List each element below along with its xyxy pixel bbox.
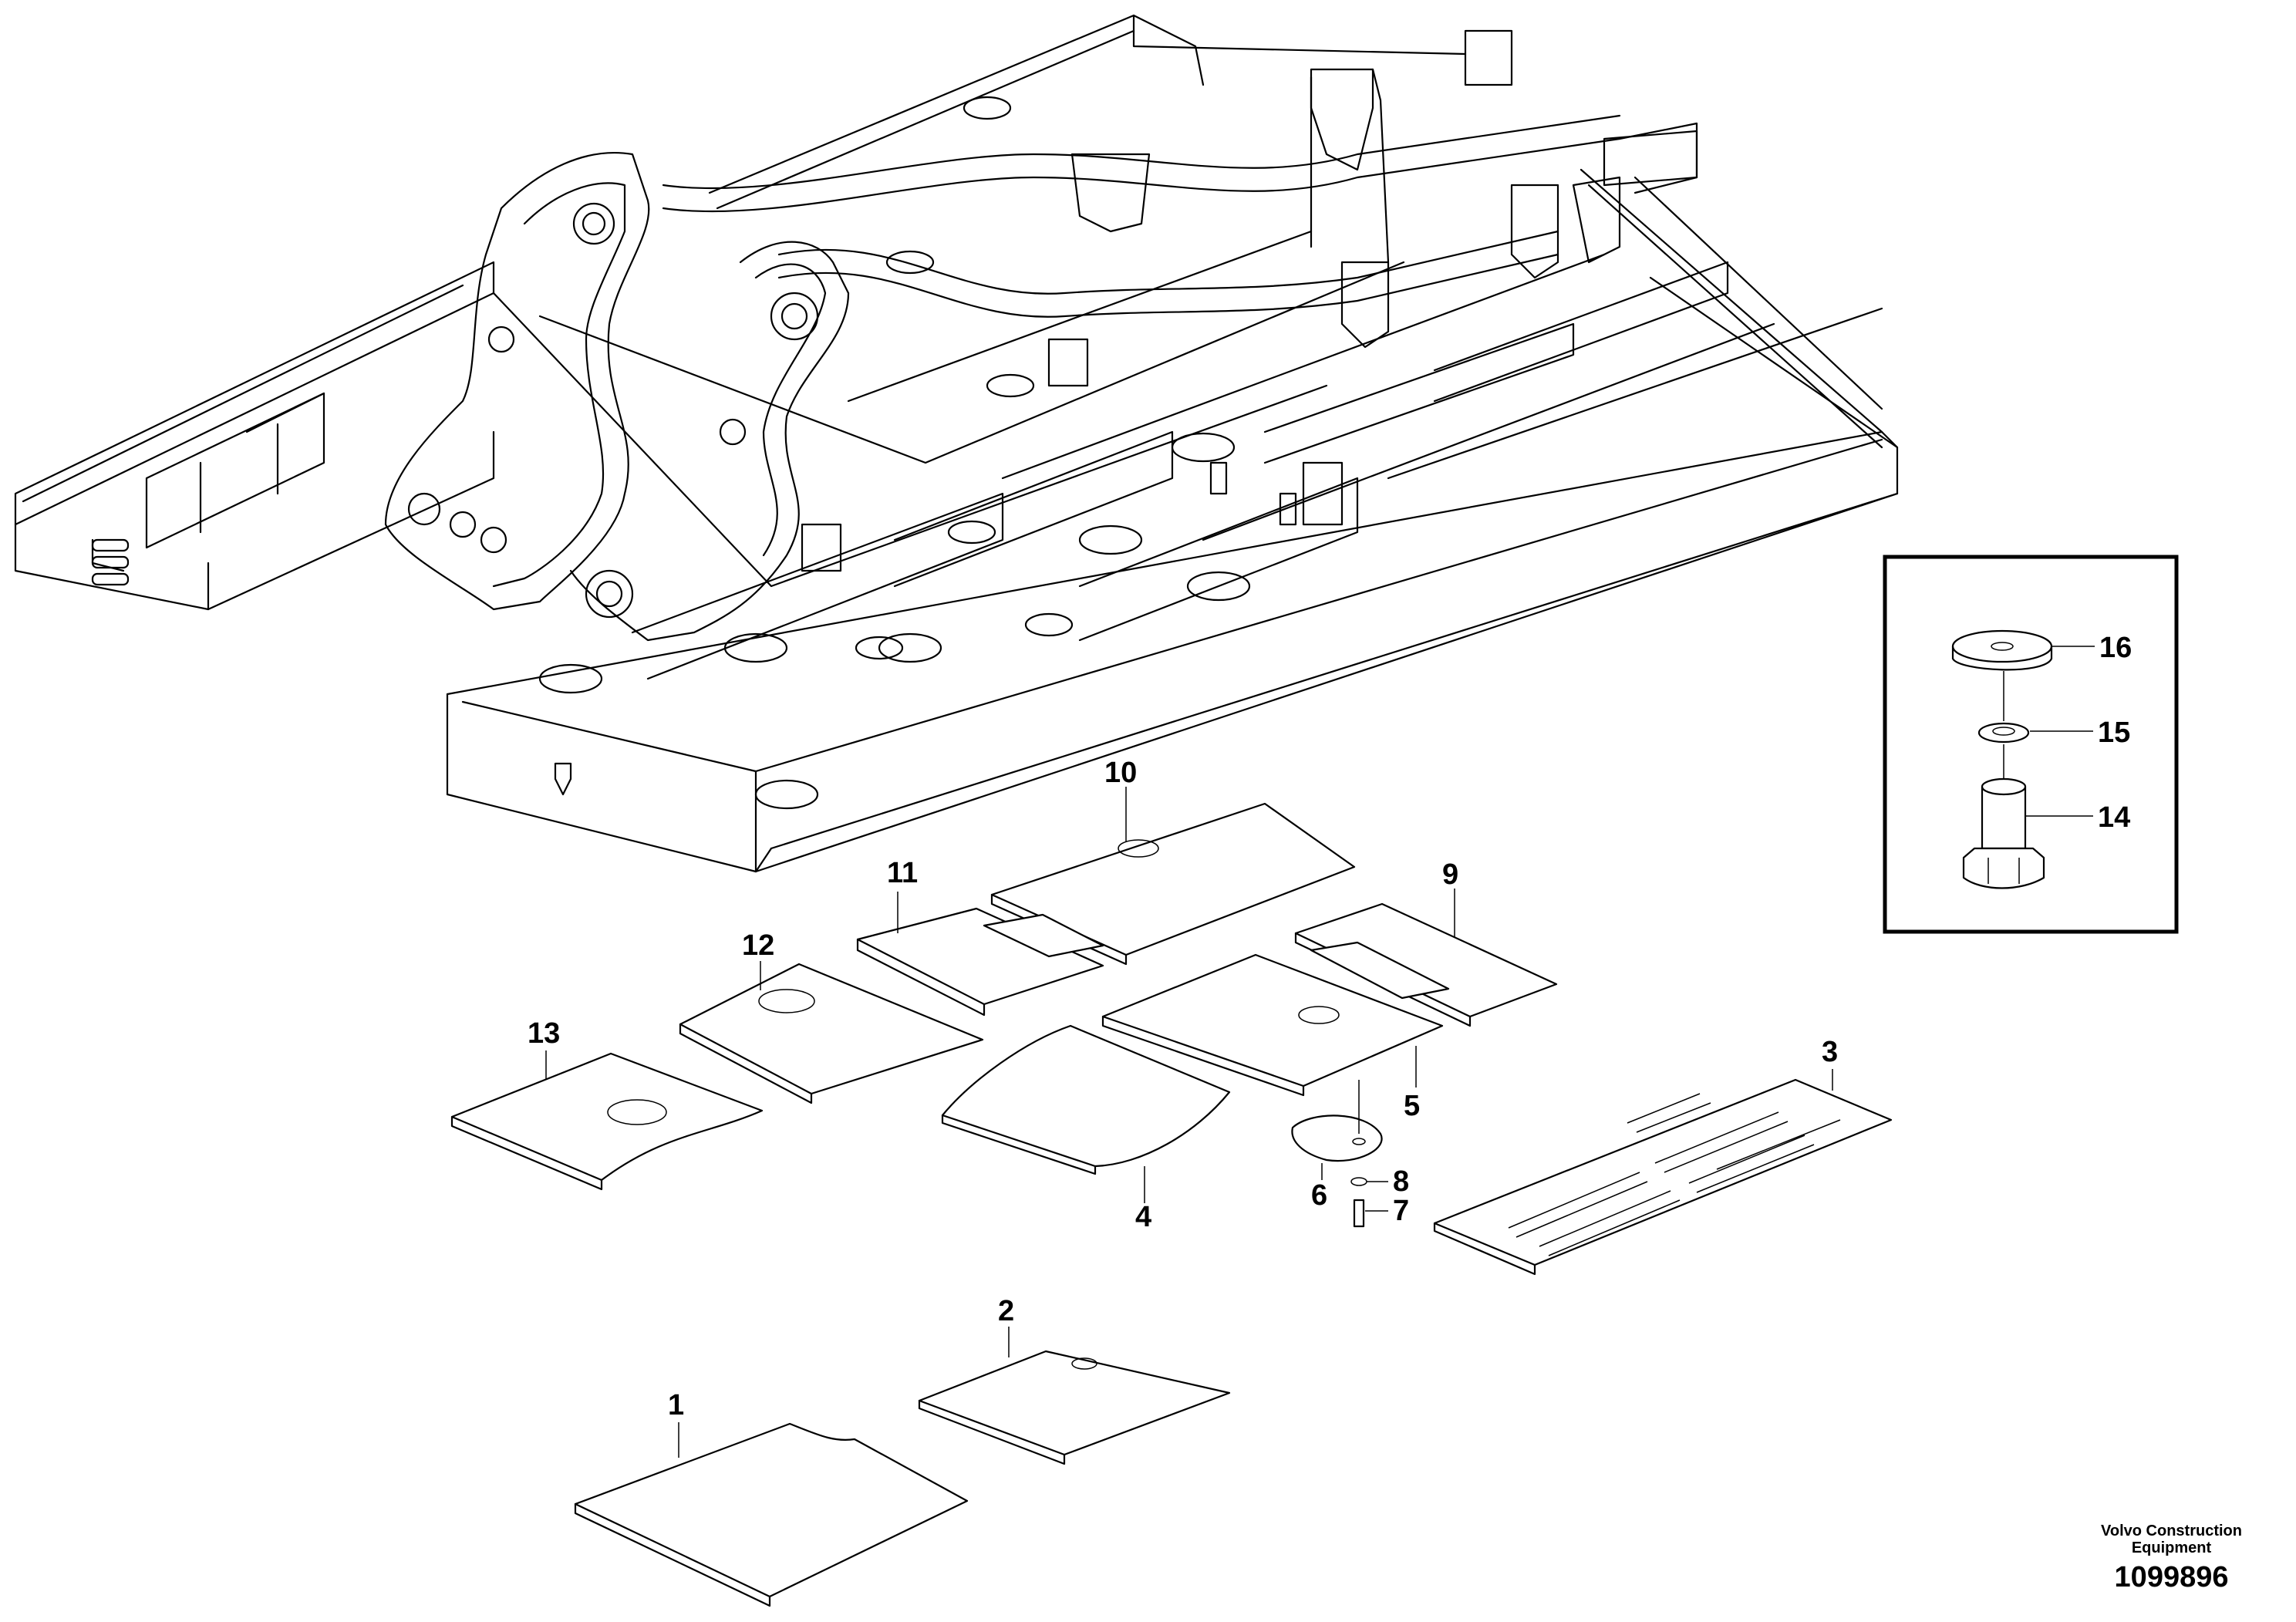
- callout-6: 6: [1311, 1179, 1327, 1212]
- callout-16: 16: [2099, 632, 2132, 664]
- callout-15: 15: [2098, 717, 2130, 749]
- drawing-footer: Volvo Construction Equipment 1099896: [2101, 1523, 2242, 1594]
- vent-plate-3: [1433, 1069, 1893, 1276]
- cover-plate-11: [856, 892, 1104, 1017]
- callout-3: 3: [1822, 1036, 1838, 1068]
- cover-plate-9: [1294, 889, 1558, 1027]
- callout-14: 14: [2098, 801, 2130, 834]
- detail-inset-box: [1883, 555, 2179, 934]
- callout-7: 7: [1393, 1195, 1409, 1227]
- drawing-number: 1099896: [2114, 1561, 2229, 1593]
- cover-plate-4: [941, 1024, 1231, 1203]
- callout-11: 11: [887, 857, 918, 889]
- callout-13: 13: [528, 1017, 560, 1050]
- callout-10: 10: [1104, 757, 1137, 789]
- cover-plate-5: [1101, 953, 1444, 1097]
- callout-4: 4: [1135, 1201, 1151, 1233]
- cover-plate-13: [450, 1050, 764, 1191]
- company-name-line2: Equipment: [2131, 1539, 2212, 1556]
- callout-2: 2: [998, 1295, 1014, 1327]
- callout-1: 1: [668, 1389, 684, 1421]
- callout-12: 12: [742, 929, 774, 962]
- callout-labels: 1 2 3 4 5 6 7 8 9 10 11 12 13 14 15 16: [528, 632, 2132, 1421]
- company-name-line1: Volvo Construction: [2101, 1523, 2242, 1539]
- callout-9: 9: [1442, 858, 1458, 891]
- cover-plate-6-bolt-washer: [1291, 1080, 1388, 1228]
- cover-plate-12: [679, 961, 984, 1104]
- callout-5: 5: [1404, 1090, 1420, 1122]
- cover-plate-2: [918, 1327, 1231, 1465]
- cover-plate-1: [574, 1422, 969, 1607]
- upper-frame-drawing: [14, 14, 1899, 873]
- callout-8: 8: [1393, 1165, 1409, 1198]
